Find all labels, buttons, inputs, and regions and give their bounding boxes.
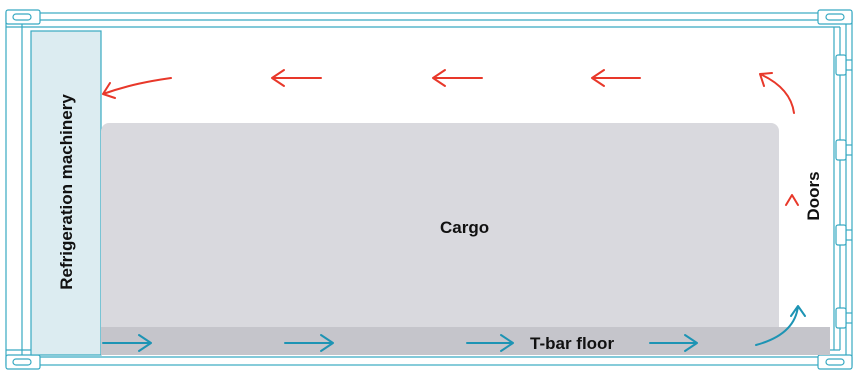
door-hinge-1 (835, 54, 847, 76)
cargo-label: Cargo (440, 218, 489, 237)
warm-air-rising-curve-arrow (759, 72, 795, 114)
t-bar-floor-label: T-bar floor (530, 334, 614, 353)
corner-casting-bottom-right-slot (825, 358, 845, 366)
corner-casting-bottom-left-slot (12, 358, 32, 366)
warm-air-arrow-2 (432, 69, 483, 87)
warm-return-air-flow (102, 69, 795, 114)
cold-air-arrow-2 (284, 334, 334, 352)
corner-casting-top-left-slot (12, 13, 32, 21)
cold-air-arrow-3 (466, 334, 514, 352)
cold-air-arrow-1 (102, 334, 152, 352)
door-hinge-2 (835, 139, 847, 161)
door-air-rise (785, 194, 799, 239)
cold-air-rising-curve-arrow (755, 305, 806, 346)
t-bar-floor-label-background (520, 330, 644, 354)
refrigeration-machinery-label: Refrigeration machinery (57, 94, 76, 290)
warm-air-return-curve-arrow (102, 77, 172, 99)
corner-castings (5, 9, 853, 370)
doors-label: Doors (804, 171, 823, 220)
corner-casting-top-right-slot (825, 13, 845, 21)
door-hinge-4 (835, 307, 847, 329)
door-air-rise-arrow-head (785, 194, 799, 206)
cold-air-arrow-4 (649, 334, 698, 352)
t-bar-floor (101, 327, 830, 355)
door-hinge-3 (835, 224, 847, 246)
cargo-block (101, 123, 779, 345)
door-hinges (835, 54, 852, 329)
warm-air-arrow-3 (591, 69, 641, 87)
container-outer-outline (5, 12, 853, 366)
warm-air-arrow-1 (271, 69, 322, 87)
cold-supply-air-flow (102, 305, 806, 352)
